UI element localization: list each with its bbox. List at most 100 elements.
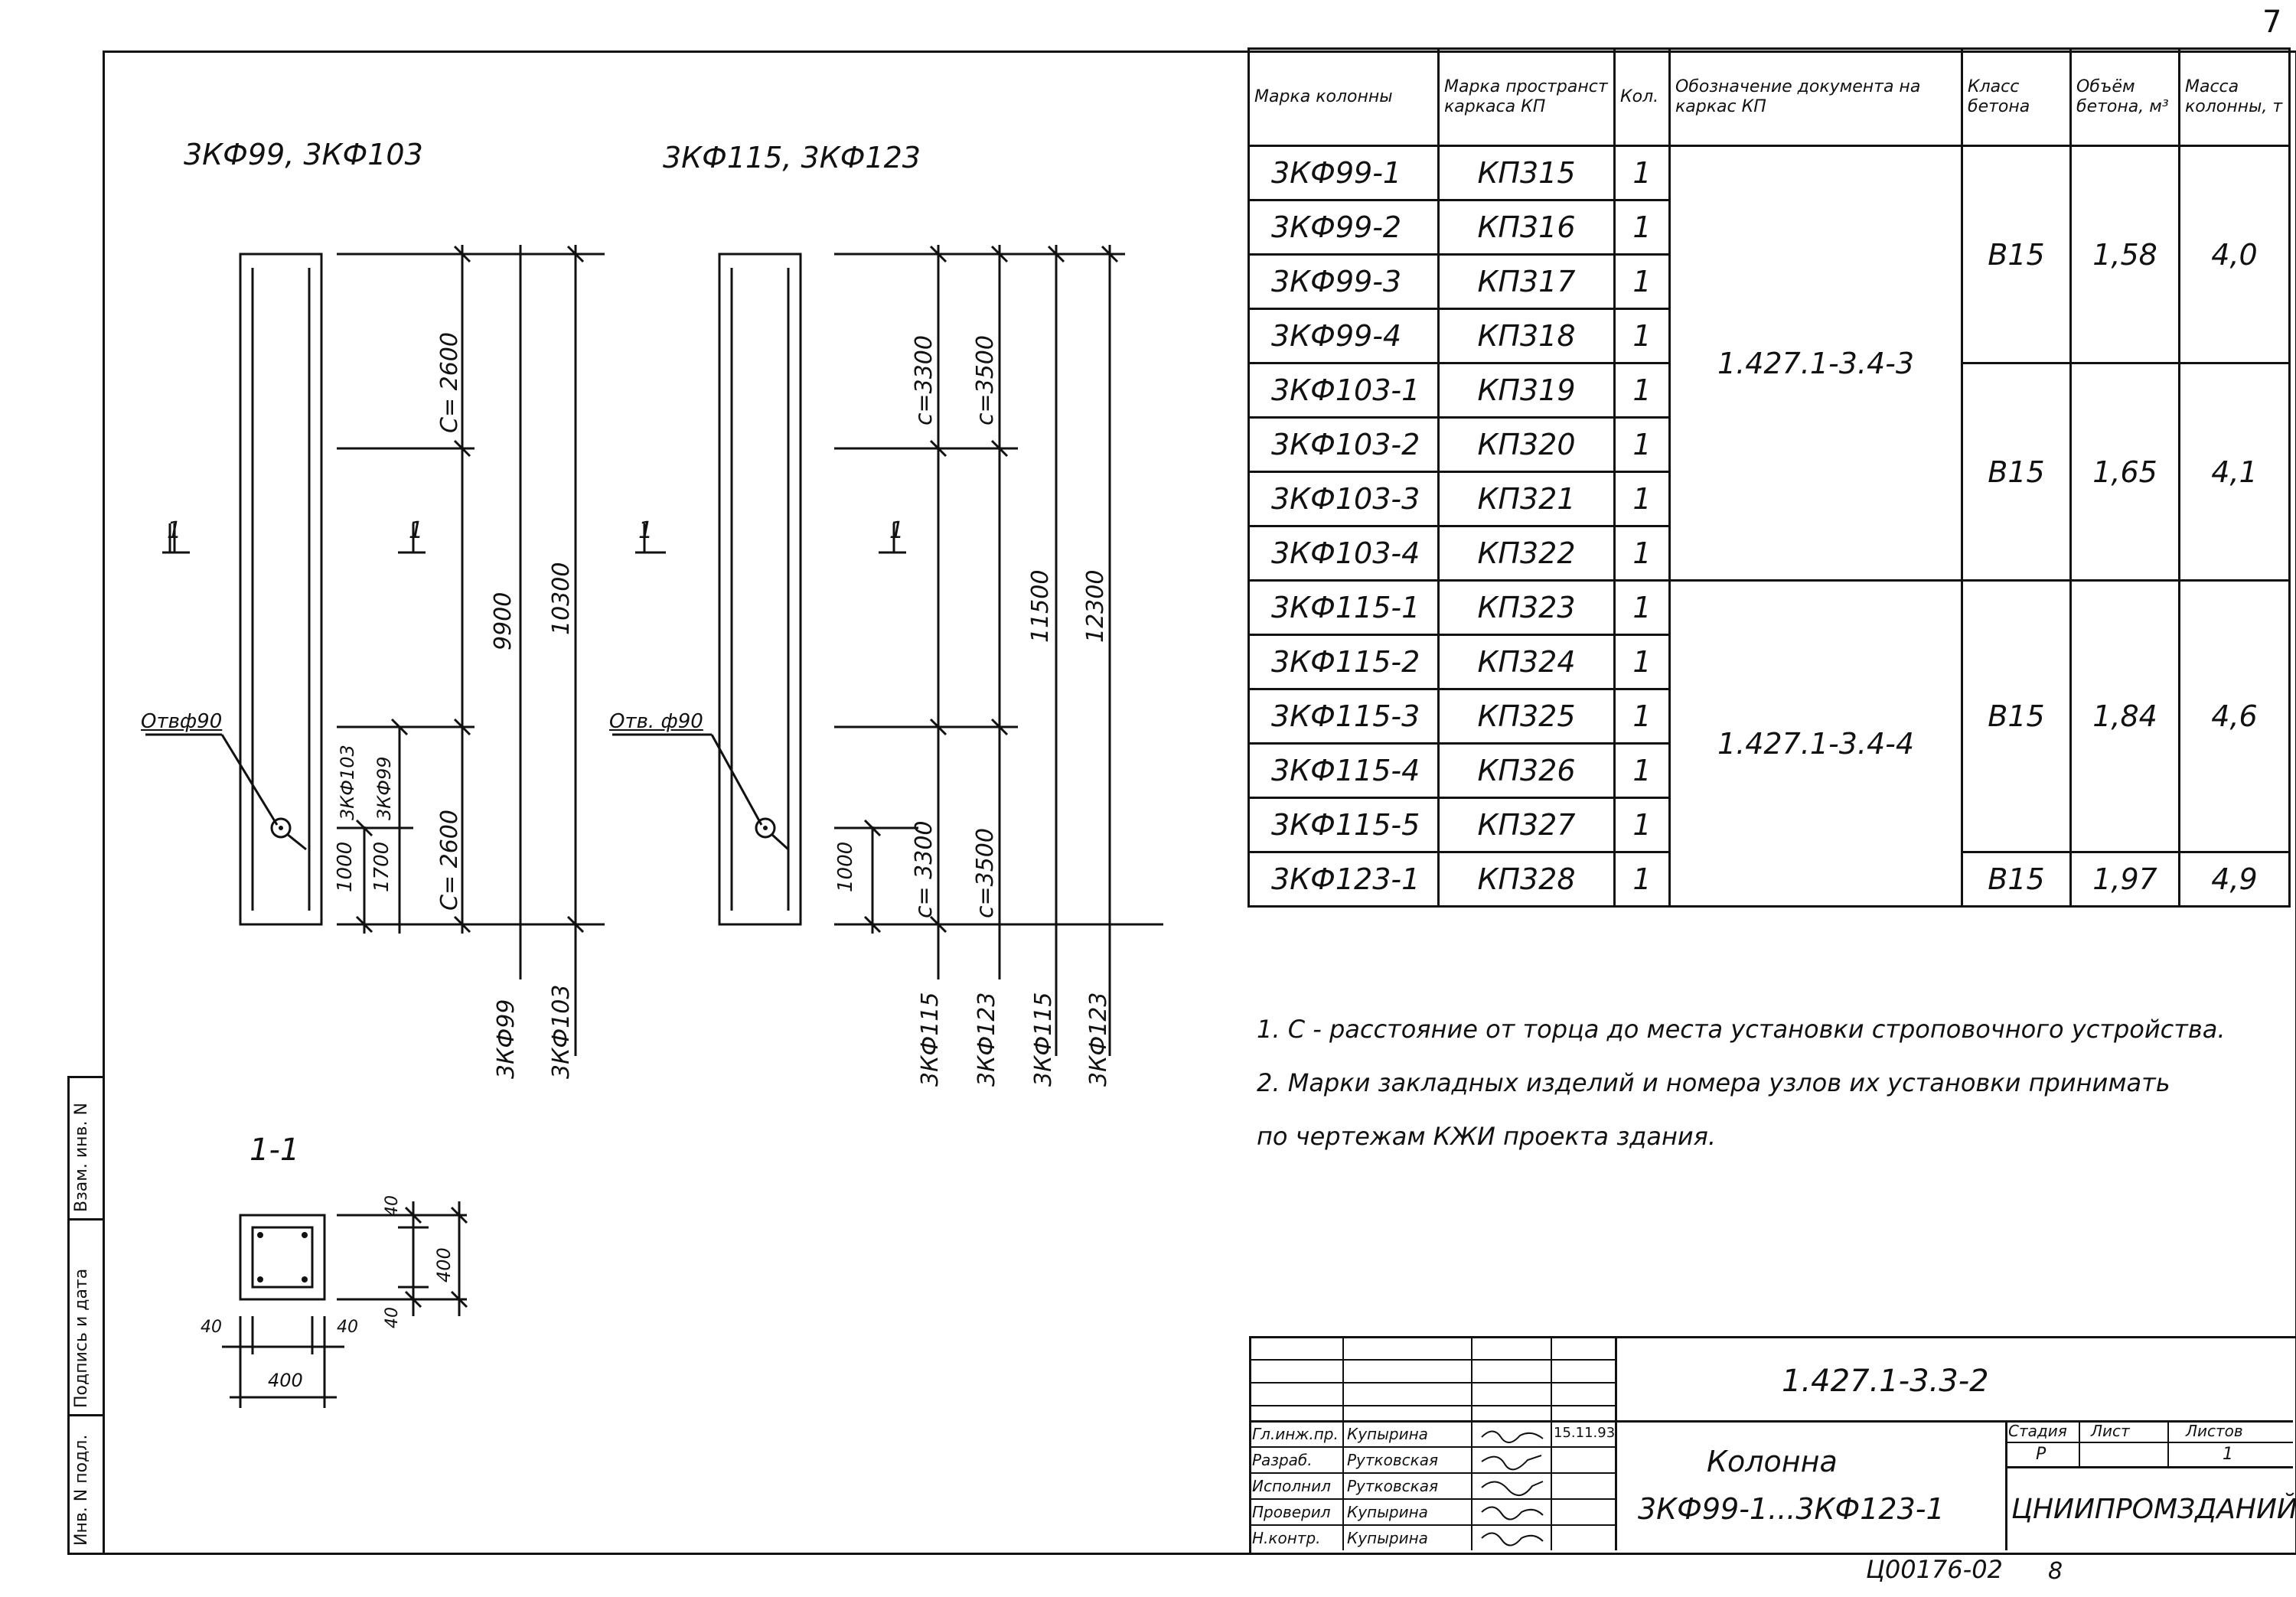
table-row: 3КФ103-2 КП320 1 — [1247, 416, 2290, 473]
table-row: 3КФ115-5 КП327 1 — [1247, 797, 2290, 853]
group1-section-marker-right: 1 — [409, 517, 424, 544]
prop-group-4-mass: 4,9 — [2178, 851, 2291, 908]
column2-outline — [718, 253, 802, 926]
section-outer — [239, 1214, 326, 1301]
tb-date-1: 15.11.93 — [1554, 1425, 1616, 1441]
group2-section-marker-right: 1 — [889, 517, 905, 544]
row-kp: КП320 — [1437, 416, 1616, 473]
tb-col-line — [1471, 1336, 1473, 1550]
row-mark: 3КФ115-3 — [1247, 688, 1440, 745]
tb-title-line1: Колонна — [1707, 1445, 1838, 1478]
section-inner — [251, 1226, 314, 1289]
row-kp: КП328 — [1437, 851, 1616, 908]
spec-header-mass: Масса колонны, т — [2178, 47, 2291, 147]
doc-group-2: 1.427.1-3.4-4 — [1668, 579, 1963, 908]
signatures — [1481, 1430, 1544, 1546]
row-mark: 3КФ99-1 — [1247, 145, 1440, 201]
table-row: 3КФ103-4 КП322 1 — [1247, 525, 2290, 582]
tb-hline-stage-1 — [2005, 1442, 2293, 1443]
row-kp: КП323 — [1437, 579, 1616, 636]
left-strip — [67, 1076, 105, 1555]
table-row: 3КФ123-1 КП328 1 В15 1,97 4,9 — [1247, 851, 2291, 908]
group2-section-marker-left: 1 — [638, 517, 654, 544]
section-dim-40-side: 40 — [383, 1307, 402, 1328]
table-row: 3КФ99-1 КП315 1 1.427.1-3.4-3 В15 1,58 4… — [1247, 145, 2291, 582]
row-mark: 3КФ115-5 — [1247, 797, 1440, 853]
prop-group-1-class: В15 — [1961, 145, 2072, 364]
row-mark: 3КФ123-1 — [1247, 851, 1440, 908]
tb-name-3: Рутковская — [1347, 1477, 1439, 1495]
spec-header-mark: Марка колонны — [1247, 47, 1440, 147]
table-row: 3КФ99-2 КП316 1 — [1247, 199, 2290, 256]
tb-name-4: Купырина — [1347, 1503, 1428, 1521]
prop-group-2-class: В15 — [1961, 362, 2072, 582]
tb-vline-stage — [2005, 1420, 2007, 1550]
g1-dim-1000: 1000 — [334, 841, 357, 892]
prop-group-1-volume: 1,58 — [2069, 145, 2180, 364]
column-drawings — [145, 245, 1163, 1408]
tb-name-2: Рутковская — [1347, 1451, 1439, 1469]
tb-hline-stage-2 — [2005, 1466, 2293, 1468]
g2-bottom-3kf123: 3КФ123 — [974, 992, 1000, 1087]
group1-section-marker-left: 1 — [167, 517, 182, 544]
prop-group-2-mass: 4,1 — [2178, 362, 2291, 582]
g2-dim-c3500-bottom: с=3500 — [972, 828, 999, 918]
prop-group-4-class: В15 — [1961, 851, 2072, 908]
prop-group-4-volume: 1,97 — [2069, 851, 2180, 908]
tb-vline-stage-b — [2167, 1420, 2169, 1466]
doc-group-1: 1.427.1-3.4-3 — [1668, 145, 1963, 582]
row-mark: 3КФ115-1 — [1247, 579, 1440, 636]
tb-stage-value: Р — [2036, 1445, 2047, 1464]
row-qty: 1 — [1613, 634, 1671, 690]
tb-vline-main — [1615, 1336, 1617, 1550]
table-row: 3КФ115-2 КП324 1 — [1247, 634, 2290, 690]
tb-row-line — [1249, 1405, 1615, 1406]
g2-bottom-3kf123b: 3КФ123 — [1085, 992, 1112, 1087]
tb-sheets-label: Листов — [2186, 1422, 2243, 1440]
row-mark: 3КФ99-4 — [1247, 308, 1440, 364]
g1-dim-9900: 9900 — [490, 592, 517, 650]
prop-group-3-volume: 1,84 — [2069, 579, 2180, 853]
row-qty: 1 — [1613, 579, 1671, 636]
row-qty: 1 — [1613, 742, 1671, 799]
g1-dim-c-top: С= 2600 — [436, 332, 463, 433]
row-qty: 1 — [1613, 471, 1671, 527]
note-1: 1. С - расстояние от торца до места уста… — [1257, 1015, 2226, 1044]
tb-row-line — [1249, 1524, 1615, 1526]
section-dim-400-side: 400 — [433, 1247, 455, 1282]
tb-vline-stage-a — [2079, 1420, 2080, 1466]
g2-dim-11500: 11500 — [1027, 569, 1054, 643]
tb-org: ЦНИИПРОМЗДАНИЙ — [2011, 1494, 2296, 1525]
tb-stage-label: Стадия — [2008, 1422, 2067, 1440]
row-kp: КП325 — [1437, 688, 1616, 745]
tb-hline-code — [1615, 1420, 2293, 1423]
row-kp: КП327 — [1437, 797, 1616, 853]
row-qty: 1 — [1613, 308, 1671, 364]
prop-group-2-volume: 1,65 — [2069, 362, 2180, 582]
row-qty: 1 — [1613, 688, 1671, 745]
tb-row-line — [1249, 1472, 1615, 1474]
tb-name-5: Купырина — [1347, 1529, 1428, 1547]
strip-divider-1 — [67, 1218, 103, 1221]
row-kp: КП319 — [1437, 362, 1616, 419]
tb-col-line — [1342, 1336, 1344, 1550]
row-mark: 3КФ103-1 — [1247, 362, 1440, 419]
row-qty: 1 — [1613, 416, 1671, 473]
strip-divider-2 — [67, 1414, 103, 1416]
tb-code: 1.427.1-3.3-2 — [1782, 1364, 1989, 1399]
prop-group-1-mass: 4,0 — [2178, 145, 2291, 364]
section-dim-400-bottom: 400 — [268, 1370, 303, 1391]
tb-sheets-value: 1 — [2223, 1445, 2233, 1464]
g2-dim-12300: 12300 — [1082, 569, 1109, 643]
row-kp: КП317 — [1437, 253, 1616, 310]
row-kp: КП318 — [1437, 308, 1616, 364]
column1-hole — [270, 817, 292, 839]
spec-header-volume: Объём бетона, м³ — [2069, 47, 2180, 147]
table-row: 3КФ115-3 КП325 1 — [1247, 688, 2290, 745]
g1-tag-3kf103: 3КФ103 — [337, 745, 358, 820]
row-mark: 3КФ99-3 — [1247, 253, 1440, 310]
spec-header-doc: Обозначение документа на каркас КП — [1668, 47, 1963, 147]
spec-header-row: Марка колонны Марка пространст каркаса К… — [1247, 47, 2291, 147]
spec-table: Марка колонны Марка пространст каркаса К… — [1247, 47, 2291, 908]
row-qty: 1 — [1613, 362, 1671, 419]
